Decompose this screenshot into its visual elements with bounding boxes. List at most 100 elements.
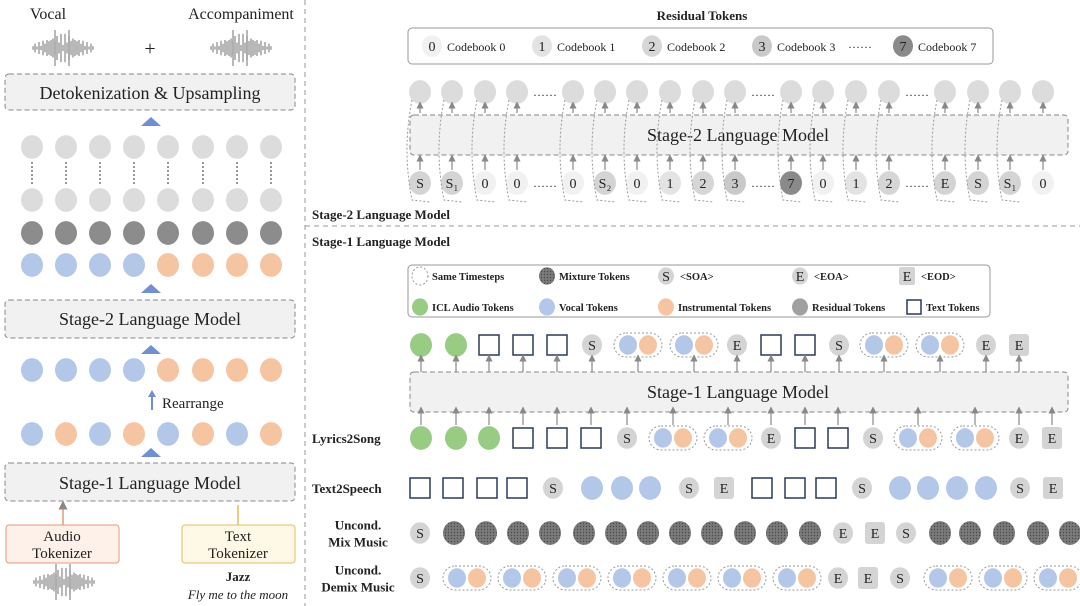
token-glyph: E: [864, 572, 873, 587]
token-glyph: E: [871, 527, 880, 542]
inst-token: [192, 253, 214, 277]
vocal-token: [984, 568, 1002, 588]
token-vocal: [946, 476, 968, 500]
soa-token: [617, 427, 637, 449]
residual-token: [845, 171, 867, 195]
token-text: [794, 334, 816, 356]
mix-token: [226, 221, 248, 245]
token-pair: [613, 332, 663, 358]
vocal-token: [448, 568, 466, 588]
token-mix: [959, 521, 981, 545]
mixture-token: [669, 521, 691, 545]
soa-token: [1010, 477, 1030, 499]
token-text: [580, 427, 602, 449]
soa-token: [863, 427, 883, 449]
stage2-input-token: 1: [659, 171, 681, 195]
token-glyph: E: [839, 527, 848, 542]
accompaniment-label: Accompaniment: [188, 6, 294, 23]
instrumental-token: [578, 568, 596, 588]
codebook-label: Codebook 1: [557, 40, 615, 54]
token-Ed: E: [1009, 334, 1029, 356]
vocal-token: [709, 428, 727, 448]
token-text: [478, 334, 500, 356]
token-mix: [573, 521, 595, 545]
stage2-output-token: [474, 80, 496, 104]
svg-text:S: S: [662, 270, 670, 285]
text-tokenizer-line1: Text: [225, 529, 252, 545]
light-token: [55, 135, 77, 159]
vocal-token: [899, 428, 917, 448]
token-text: [442, 477, 464, 499]
token-glyph: S₂: [599, 177, 612, 192]
stage2-output-token: [562, 80, 584, 104]
token-glyph: S: [974, 177, 982, 192]
legend-item-vocal: Vocal Tokens: [539, 298, 618, 316]
residual-token: [780, 171, 802, 195]
token-S: S: [829, 334, 849, 356]
light-token: [123, 135, 145, 159]
token-icl: [410, 426, 432, 450]
soa-token: [543, 477, 563, 499]
token-S: S: [582, 334, 602, 356]
token-glyph: S: [858, 482, 866, 497]
token-glyph: 0: [570, 177, 577, 192]
token-glyph: S: [416, 177, 424, 192]
vocal-token: [21, 422, 43, 446]
autoregressive-link: [559, 99, 584, 203]
token-text: [512, 427, 534, 449]
token-pair: [923, 565, 973, 591]
token-pair: [717, 565, 767, 591]
token-pair: [772, 565, 822, 591]
stage1-section-label: Stage-1 Language Model: [312, 234, 450, 249]
icl-audio-token: [410, 333, 432, 357]
token-text: [476, 477, 498, 499]
vocal-token: [226, 422, 248, 446]
stage2-input-token: 0: [1032, 171, 1054, 195]
stage2-output-token: [626, 80, 648, 104]
legend-item-res: Residual Tokens: [792, 298, 885, 316]
legend-item-same: Same Timesteps: [411, 266, 504, 286]
stage2-input-token: S: [409, 171, 431, 195]
vocal-token: [89, 253, 111, 277]
vocal-token: [668, 568, 686, 588]
residual-token: [474, 171, 496, 195]
token-E: E: [761, 427, 781, 449]
vocal-token: [865, 335, 883, 355]
stage2-section-label: Stage-2 Language Model: [312, 207, 450, 222]
vocal-token: [613, 568, 631, 588]
residual-token: [409, 171, 431, 195]
instrumental-token: [949, 568, 967, 588]
token-mix: [539, 521, 561, 545]
mixture-token: [475, 521, 497, 545]
stage2-output-token: [594, 80, 616, 104]
autoregressive-link: [503, 99, 528, 203]
icl-audio-token: [478, 426, 500, 450]
autoregressive-link: [721, 99, 746, 203]
light-token: [260, 188, 282, 212]
light-token: [89, 135, 111, 159]
token-text: [827, 427, 849, 449]
ellipsis: ……: [905, 85, 929, 99]
token-glyph: 2: [886, 177, 893, 192]
token-Ed: E: [1043, 477, 1063, 499]
legend-item-inst: Instrumental Tokens: [658, 298, 771, 316]
eoa-token: [727, 334, 747, 356]
token-glyph: S: [685, 482, 693, 497]
light-token: [123, 188, 145, 212]
autoregressive-link: [591, 99, 616, 203]
token-glyph: 0: [482, 177, 489, 192]
stage2-output-token: [780, 80, 802, 104]
token-vocal: [917, 476, 939, 500]
residual-token: [724, 171, 746, 195]
mixture-token: [605, 521, 627, 545]
eoa-token: [833, 522, 853, 544]
token-glyph: S₁: [446, 177, 459, 192]
token-glyph: E: [834, 572, 843, 587]
stage2-output-token: [441, 80, 463, 104]
vocal-token: [123, 358, 145, 382]
